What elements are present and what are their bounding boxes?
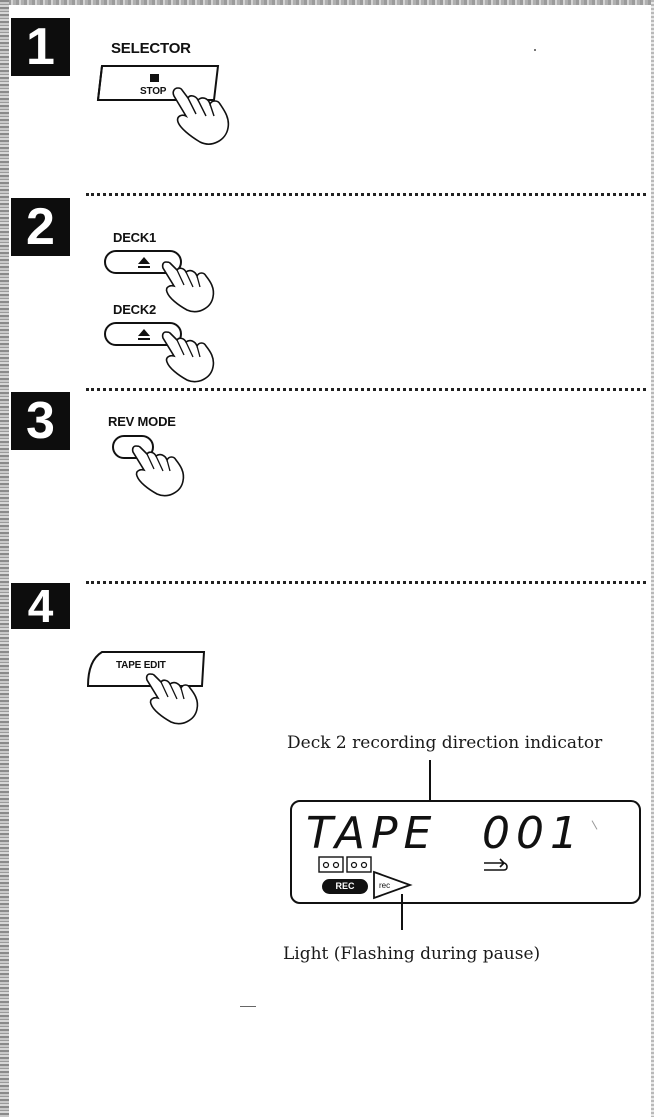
rev-mode-label: REV MODE — [108, 414, 176, 429]
step-2-number: 2 — [26, 198, 55, 256]
step-divider — [86, 581, 646, 584]
step-1-badge: 1 — [11, 18, 70, 76]
pointing-hand-icon — [161, 261, 215, 313]
step-4-number: 4 — [27, 580, 54, 632]
step-1-number: 1 — [26, 18, 55, 76]
step-3-badge: 3 — [11, 392, 70, 450]
step-divider — [86, 193, 646, 196]
rec-indicator: REC — [322, 879, 368, 894]
scan-speck — [534, 49, 536, 51]
step-2-badge: 2 — [11, 198, 70, 256]
pointing-hand-icon — [161, 331, 215, 383]
scan-speck — [240, 1006, 256, 1007]
deck1-eject-button[interactable] — [102, 248, 192, 278]
scan-right-edge — [651, 0, 654, 1117]
caption-leader-line — [401, 894, 403, 930]
scan-top-edge — [0, 0, 654, 5]
eject-icon — [138, 329, 150, 336]
pointing-hand-icon — [145, 673, 199, 725]
direction-indicator-caption: Deck 2 recording direction indicator — [287, 733, 603, 753]
deck1-label: DECK1 — [113, 230, 157, 245]
step-3-number: 3 — [26, 392, 55, 450]
stop-label: STOP — [140, 86, 167, 97]
tape-cassette-icon — [318, 856, 372, 873]
step-4-badge: 4 — [11, 583, 70, 629]
eject-icon — [138, 257, 150, 264]
deck2-eject-button[interactable] — [102, 320, 192, 350]
direction-arrow-icon: rec — [373, 870, 413, 900]
scan-left-edge — [0, 0, 9, 1117]
stop-square-icon — [150, 74, 159, 82]
lcd-text-right: 001 — [482, 808, 584, 859]
step-divider — [86, 388, 646, 391]
selector-stop-button[interactable] — [96, 58, 236, 138]
direction-badge-text: rec — [379, 881, 390, 890]
reverse-arrow-icon — [484, 858, 508, 871]
selector-label: SELECTOR — [111, 40, 191, 57]
tape-edit-label: TAPE EDIT — [116, 660, 166, 671]
deck2-label: DECK2 — [113, 302, 157, 317]
light-caption: Light (Flashing during pause) — [283, 944, 541, 964]
pointing-hand-icon — [131, 445, 185, 497]
lcd-text-left: TAPE — [306, 808, 438, 859]
pointing-hand-icon — [172, 87, 230, 145]
